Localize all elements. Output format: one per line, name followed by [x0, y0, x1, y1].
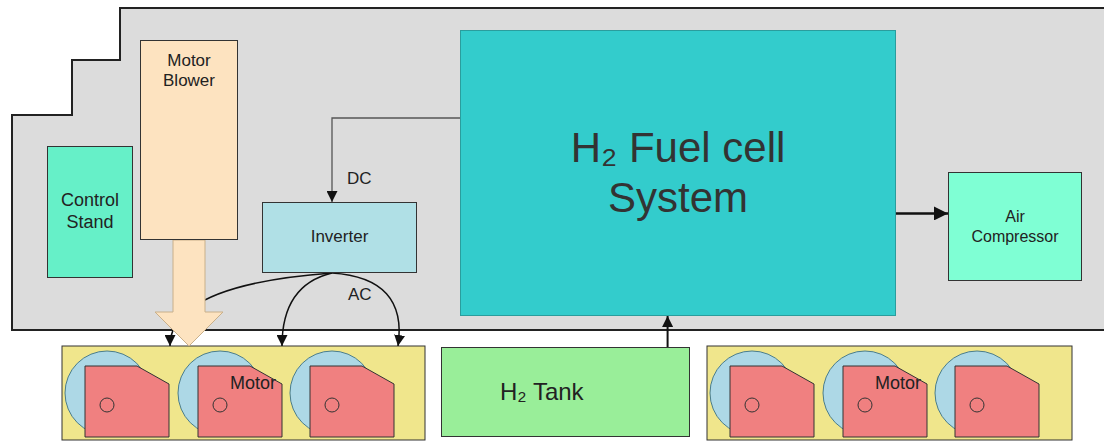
fuel-cell-box: H₂ Fuel cell System: [460, 30, 896, 316]
connector-arrow: [896, 212, 948, 215]
air-compressor-box: Air Compressor: [948, 172, 1082, 281]
motor-bogie-left: [62, 346, 425, 440]
node-label: Inverter: [311, 227, 369, 247]
connector-arrow: [332, 118, 460, 202]
air-flow-arrow: [155, 240, 223, 346]
node-label: Control Stand: [54, 190, 126, 233]
motor-bogie: Motor: [707, 346, 1072, 440]
motor-bogie: Motor: [62, 346, 425, 440]
node-label: H₂ Tank: [500, 378, 584, 407]
motor-bogie-right: [707, 346, 1072, 440]
node-label: Motor: [230, 374, 276, 392]
node-label: Motor Blower: [154, 51, 224, 92]
node-label: Air Compressor: [965, 207, 1065, 245]
signal-label: AC: [346, 286, 374, 305]
connector-arrow: [282, 273, 332, 346]
connector-arrow: [332, 273, 399, 346]
connector-arrow: [667, 316, 669, 347]
control-stand-box: Control Stand: [47, 146, 133, 278]
node-label: H₂ Fuel cell System: [528, 123, 828, 224]
inverter-box: Inverter: [262, 202, 417, 273]
node-label: Motor: [875, 374, 921, 392]
hydrogen-tank-box: H₂ Tank: [441, 347, 690, 437]
motor-blower-box: Motor Blower: [140, 40, 238, 240]
signal-label: DC: [345, 170, 374, 189]
